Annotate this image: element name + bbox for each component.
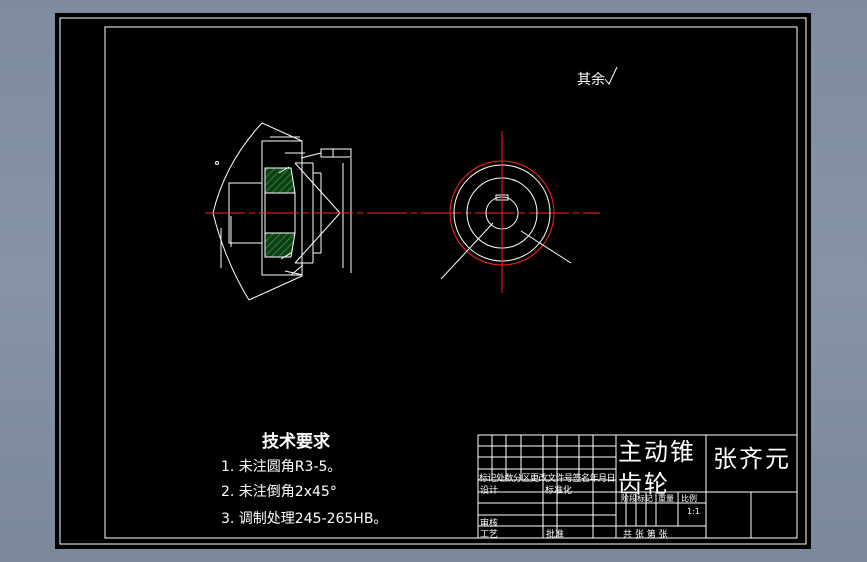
approve-label: 批准 bbox=[546, 530, 565, 540]
revision-header: 标记处数分区更改文件号签名年月日 bbox=[479, 474, 616, 484]
tech-req-item-3: 3. 调制处理245-265HB。 bbox=[221, 511, 388, 527]
weight-label: 重量 bbox=[658, 494, 674, 503]
roughness-note: 其余 bbox=[577, 71, 605, 88]
process-label: 工艺 bbox=[480, 530, 499, 540]
inner-frame bbox=[104, 26, 798, 539]
sheet-label: 共 张 第 张 bbox=[623, 530, 668, 540]
outer-frame bbox=[59, 17, 807, 545]
part-name-line2: 齿轮 bbox=[618, 470, 670, 498]
tech-req-item-1: 1. 未注圆角R3-5。 bbox=[221, 459, 342, 475]
standardization-label: 标准化 bbox=[545, 486, 573, 496]
part-name: 主动锥 齿轮 bbox=[618, 439, 704, 497]
stage-label: 阶段标记 bbox=[621, 494, 653, 503]
cad-drawing: 其余 bbox=[59, 17, 807, 545]
roughness-symbol bbox=[604, 66, 618, 85]
title-block bbox=[477, 434, 798, 539]
part-name-line1: 主动锥 bbox=[618, 438, 696, 466]
review-label: 审核 bbox=[480, 519, 499, 529]
drawing-sheet: 其余 bbox=[55, 13, 811, 549]
scale-label: 比例 bbox=[681, 494, 697, 503]
scale-value: 1:1 bbox=[687, 507, 700, 516]
design-label: 设计 bbox=[480, 486, 499, 496]
designer-name: 张齐元 bbox=[713, 445, 791, 473]
tech-req-title: 技术要求 bbox=[262, 432, 330, 452]
tech-req-item-2: 2. 未注倒角2x45° bbox=[221, 484, 337, 500]
